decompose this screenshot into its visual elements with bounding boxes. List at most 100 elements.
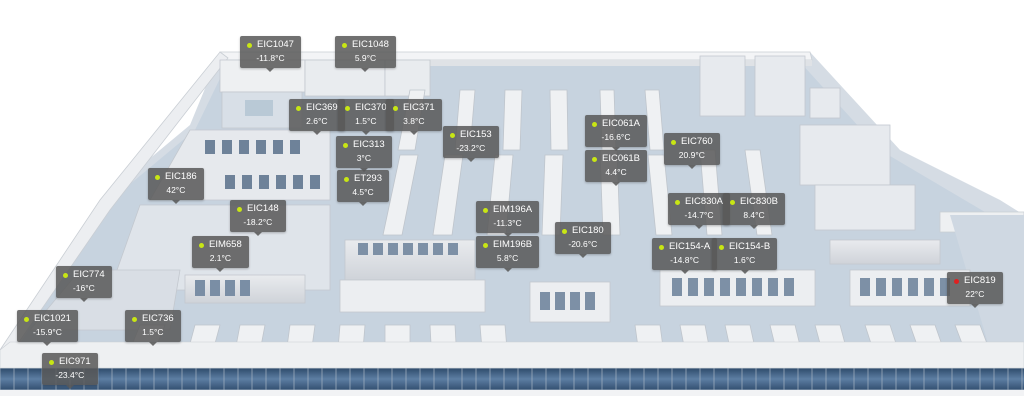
sensor-tag-eic830b[interactable]: EIC830B 8.4°C xyxy=(723,193,786,229)
sensor-name: EIC760 xyxy=(681,136,713,147)
sensor-tag-eim658[interactable]: EIM658 2.1°C xyxy=(192,236,249,272)
sensor-temperature: 3°C xyxy=(356,153,371,163)
status-dot-icon xyxy=(659,244,664,250)
sensor-name: EIC370 xyxy=(355,102,387,113)
sensor-name: EIC180 xyxy=(572,225,604,236)
status-dot-icon xyxy=(345,105,350,111)
sensor-temperature: -15.9°C xyxy=(33,327,62,337)
sensor-temperature: -18.2°C xyxy=(243,217,273,227)
sensor-tag-eic154-a[interactable]: EIC154-A-14.8°C xyxy=(652,238,718,274)
sensor-tag-eim196a[interactable]: EIM196A -11.3°C xyxy=(476,201,540,237)
sensor-temperature: 4.4°C xyxy=(605,167,627,177)
sensor-temperature: -23.4°C xyxy=(55,370,85,380)
sensor-name: EIM196B xyxy=(493,239,533,250)
status-dot-icon xyxy=(393,105,398,111)
sensor-name: EIC1021 xyxy=(34,313,71,324)
sensor-tag-eic371[interactable]: EIC371 3.8°C xyxy=(386,99,442,135)
sensor-tag-eic153[interactable]: EIC153 -23.2°C xyxy=(443,126,499,162)
sensor-name: EIC148 xyxy=(247,203,279,214)
status-dot-icon xyxy=(483,207,488,213)
sensor-name: EIC153 xyxy=(460,129,492,140)
sensor-tag-eic061a[interactable]: EIC061A -16.6°C xyxy=(585,115,648,151)
sensor-name: EIC313 xyxy=(353,139,385,150)
sensor-name: EIC971 xyxy=(59,356,91,367)
sensor-temperature: 5.8°C xyxy=(496,253,519,263)
sensor-temperature: 1.6°C xyxy=(733,255,756,265)
sensor-name: EIC061B xyxy=(602,153,641,164)
sensor-temperature: -20.6°C xyxy=(568,239,598,249)
status-dot-icon xyxy=(675,199,680,205)
sensor-temperature: 2.1°C xyxy=(209,253,232,263)
sensor-tag-eic736[interactable]: EIC736 1.5°C xyxy=(125,310,181,346)
sensor-tag-eic313[interactable]: EIC313 3°C xyxy=(336,136,392,172)
sensor-name: EIC371 xyxy=(403,102,435,113)
sensor-tag-eic061b[interactable]: EIC061B 4.4°C xyxy=(585,150,648,186)
status-dot-icon xyxy=(450,132,455,138)
sensor-temperature: -14.8°C xyxy=(670,255,700,265)
sensor-tag-eic180[interactable]: EIC180 -20.6°C xyxy=(555,222,611,258)
status-dot-icon xyxy=(954,278,959,284)
sensor-temperature: 1.5°C xyxy=(142,327,164,337)
sensor-name: EIM196A xyxy=(493,204,533,215)
sensor-temperature: 3.8°C xyxy=(403,116,425,126)
status-dot-icon xyxy=(342,42,347,48)
sensor-name: EIM658 xyxy=(209,239,242,250)
status-dot-icon xyxy=(155,174,160,180)
sensor-temperature: -16.6°C xyxy=(601,132,631,142)
sensor-name: EIC1047 xyxy=(257,39,294,50)
status-dot-icon xyxy=(344,176,349,182)
sensor-tag-eic830a[interactable]: EIC830A -14.7°C xyxy=(668,193,731,229)
status-dot-icon xyxy=(237,206,242,212)
sensor-name: EIC186 xyxy=(165,171,197,182)
sensor-tag-eic154-b[interactable]: EIC154-B 1.6°C xyxy=(712,238,778,274)
status-dot-icon xyxy=(24,316,29,322)
sensor-name: EIC154-B xyxy=(729,241,771,252)
status-dot-icon xyxy=(343,142,348,148)
status-dot-icon xyxy=(730,199,735,205)
sensor-temperature: 2.6°C xyxy=(306,116,328,126)
sensor-temperature: -16°C xyxy=(72,283,95,293)
sensor-temperature: -23.2°C xyxy=(456,143,486,153)
status-dot-icon xyxy=(49,359,54,365)
sensor-temperature: -14.7°C xyxy=(684,210,714,220)
sensor-tag-eic971[interactable]: EIC971 -23.4°C xyxy=(42,353,98,389)
sensor-name: EIC369 xyxy=(306,102,338,113)
sensor-name: EIC830A xyxy=(685,196,724,207)
status-dot-icon xyxy=(132,316,137,322)
status-dot-icon xyxy=(719,244,724,250)
sensor-name: EIC830B xyxy=(740,196,779,207)
sensor-temperature: -11.3°C xyxy=(493,218,522,228)
sensor-temperature: 5.9°C xyxy=(354,53,377,63)
status-dot-icon xyxy=(671,139,676,145)
status-dot-icon xyxy=(562,228,567,234)
sensor-name: EIC736 xyxy=(142,313,174,324)
sensor-tag-eic369[interactable]: EIC369 2.6°C xyxy=(289,99,345,135)
sensor-temperature: 20.9°C xyxy=(678,150,705,160)
status-dot-icon xyxy=(483,242,488,248)
sensor-tag-eic148[interactable]: EIC148 -18.2°C xyxy=(230,200,286,236)
sensor-tag-eic1021[interactable]: EIC1021 -15.9°C xyxy=(17,310,78,346)
sensor-tag-eim196b[interactable]: EIM196B 5.8°C xyxy=(476,236,540,272)
glass-facade xyxy=(0,368,1024,390)
sensor-temperature: -11.8°C xyxy=(256,53,285,63)
sensor-tag-eic1047[interactable]: EIC1047 -11.8°C xyxy=(240,36,301,72)
sensor-temperature: 4.5°C xyxy=(352,187,374,197)
sensor-tag-eic760[interactable]: EIC760 20.9°C xyxy=(664,133,720,169)
sensor-temperature: 22°C xyxy=(965,289,985,299)
status-dot-icon xyxy=(592,121,597,127)
sensor-tag-eic1048[interactable]: EIC1048 5.9°C xyxy=(335,36,396,72)
status-dot-icon xyxy=(199,242,204,248)
sensor-tag-eic774[interactable]: EIC774 -16°C xyxy=(56,266,112,302)
sensor-name: EIC061A xyxy=(602,118,641,129)
status-dot-icon xyxy=(592,156,597,162)
sensor-name: EIC819 xyxy=(964,275,996,286)
status-dot-icon xyxy=(247,42,252,48)
sensor-name: EIC774 xyxy=(73,269,105,280)
sensor-temperature: 8.4°C xyxy=(743,210,765,220)
sensor-tag-eic819[interactable]: EIC819 22°C xyxy=(947,272,1003,308)
sensor-name: EIC1048 xyxy=(352,39,389,50)
